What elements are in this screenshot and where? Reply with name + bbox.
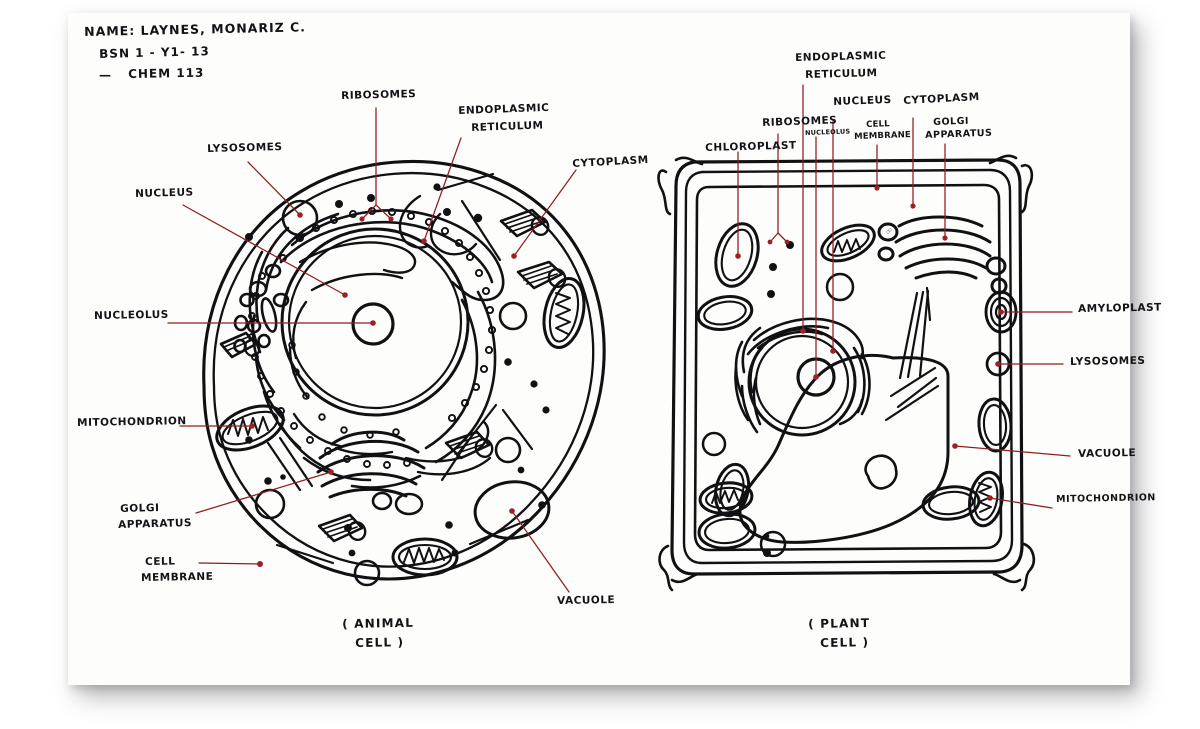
- header-course-line: CHEM 113: [128, 65, 205, 81]
- plant-label-lysosomes: LYSOSOMES: [1070, 354, 1146, 368]
- animal-cell-caption-line2: CELL ): [355, 635, 405, 650]
- plant-label-endoplasmic-reticulum-line2: RETICULUM: [805, 67, 878, 81]
- animal-label-golgi-line1: GOLGI: [120, 501, 160, 515]
- plant-label-amyloplast: AMYLOPLAST: [1078, 301, 1162, 315]
- animal-label-endoplasmic-reticulum-line2: RETICULUM: [471, 119, 544, 134]
- plant-label-ribosomes: RIBOSOMES: [762, 114, 838, 129]
- plant-label-vacuole: VACUOLE: [1078, 446, 1137, 460]
- animal-label-ribosomes: RIBOSOMES: [341, 88, 417, 102]
- animal-label-cell-membrane-line1: CELL: [145, 555, 176, 568]
- plant-label-nucleus: NUCLEUS: [833, 93, 892, 108]
- plant-label-endoplasmic-reticulum-line1: ENDOPLASMIC: [795, 49, 887, 64]
- animal-label-mitochondrion: MITOCHONDRION: [77, 415, 187, 429]
- header-dash: —: [99, 68, 112, 82]
- worksheet-paper: [68, 13, 1130, 685]
- animal-label-lysosomes: LYSOSOMES: [207, 141, 283, 155]
- plant-cell-caption-line1: ( PLANT: [808, 615, 871, 631]
- animal-label-cell-membrane-line2: MEMBRANE: [141, 570, 214, 584]
- plant-label-nucleolus: NUCLEOLUS: [804, 127, 851, 137]
- animal-label-nucleolus: NUCLEOLUS: [94, 308, 169, 322]
- plant-label-golgi-line1: GOLGI: [933, 115, 970, 128]
- plant-label-golgi-line2: APPARATUS: [925, 127, 993, 141]
- animal-cell-caption-line1: ( ANIMAL: [342, 615, 415, 631]
- plant-label-mitochondrion: MITOCHONDRION: [1056, 492, 1156, 505]
- plant-cell-caption-line2: CELL ): [820, 635, 870, 650]
- animal-label-nucleus: NUCLEUS: [135, 186, 194, 200]
- plant-label-cell-membrane-line1: CELL: [866, 119, 891, 130]
- animal-label-vacuole: VACUOLE: [557, 593, 616, 607]
- plant-label-cell-membrane-line2: MEMBRANE: [854, 130, 912, 142]
- animal-label-golgi-line2: APPARATUS: [118, 517, 193, 531]
- header-section-line: BSN 1 - Y1- 13: [99, 44, 210, 61]
- plant-label-chloroplast: CHLOROPLAST: [705, 139, 797, 154]
